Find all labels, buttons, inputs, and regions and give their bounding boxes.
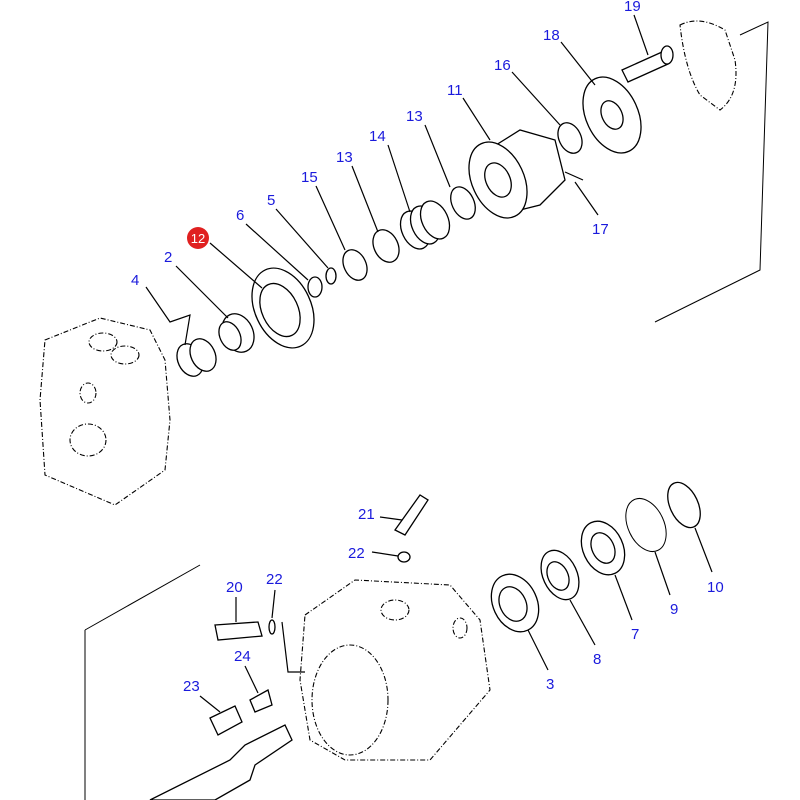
part-21-fitting	[394, 494, 429, 536]
part-4-snap-rings	[176, 338, 217, 377]
callout-15[interactable]: 15	[301, 169, 318, 186]
part-6-ring	[307, 276, 323, 298]
callout-11[interactable]: 11	[447, 82, 463, 99]
part-18-plate	[582, 76, 642, 154]
part-11-cylinder-block	[468, 129, 566, 219]
callout-19[interactable]: 19	[624, 0, 641, 15]
part-8-bearing	[540, 549, 580, 601]
rear-cover-outline	[654, 20, 769, 323]
callout-23[interactable]: 23	[183, 678, 200, 695]
drive-shaft	[149, 724, 293, 800]
part-3-bearing	[490, 573, 540, 633]
callout-8[interactable]: 8	[593, 651, 601, 668]
part-13-shim	[372, 229, 400, 263]
part-22-oring-2	[268, 619, 276, 635]
callout-18[interactable]: 18	[543, 27, 560, 44]
callout-12[interactable]: 12	[191, 231, 205, 246]
callout-13-b[interactable]: 13	[336, 149, 353, 166]
part-9-oring	[625, 498, 667, 552]
part-22-oring	[397, 551, 411, 563]
callout-22[interactable]: 22	[348, 545, 365, 562]
part-13-shim-2	[450, 186, 476, 220]
callout-4[interactable]: 4	[131, 272, 139, 289]
part-10-snap-ring	[667, 481, 701, 529]
leader-lines	[145, 14, 713, 713]
part-2-bearing	[218, 313, 255, 353]
callout-24[interactable]: 24	[234, 648, 251, 665]
callout-14[interactable]: 14	[369, 128, 386, 145]
callout-9[interactable]: 9	[670, 601, 678, 618]
callout-21[interactable]: 21	[358, 506, 375, 523]
part-12-valve-plate	[251, 267, 315, 349]
part-5-ring	[325, 267, 337, 285]
highlight-badge	[187, 227, 209, 249]
part-19-pin	[621, 45, 674, 83]
callout-22-b[interactable]: 22	[266, 571, 283, 588]
callout-16[interactable]: 16	[494, 57, 511, 74]
pump-body-housing-lower	[84, 564, 491, 800]
callout-2[interactable]: 2	[164, 249, 172, 266]
callout-3[interactable]: 3	[546, 676, 554, 693]
callout-10[interactable]: 10	[707, 579, 724, 596]
part-15-snap-ring	[342, 249, 368, 281]
part-20-plug	[214, 621, 263, 641]
part-24-spring	[249, 689, 273, 713]
callout-12-highlighted[interactable]: 12	[187, 227, 209, 249]
callout-17[interactable]: 17	[592, 221, 609, 238]
part-7-seal	[580, 520, 626, 576]
part-23-plug	[209, 705, 243, 736]
callout-5[interactable]: 5	[267, 192, 275, 209]
part-17-pin	[564, 171, 584, 181]
part-16-bearing	[557, 122, 583, 154]
callout-20[interactable]: 20	[226, 579, 243, 596]
callout-6[interactable]: 6	[236, 207, 244, 224]
part-14-spring	[399, 200, 451, 250]
callout-7[interactable]: 7	[631, 626, 639, 643]
pump-body-housing-upper	[39, 317, 171, 506]
callout-13[interactable]: 13	[406, 108, 423, 125]
